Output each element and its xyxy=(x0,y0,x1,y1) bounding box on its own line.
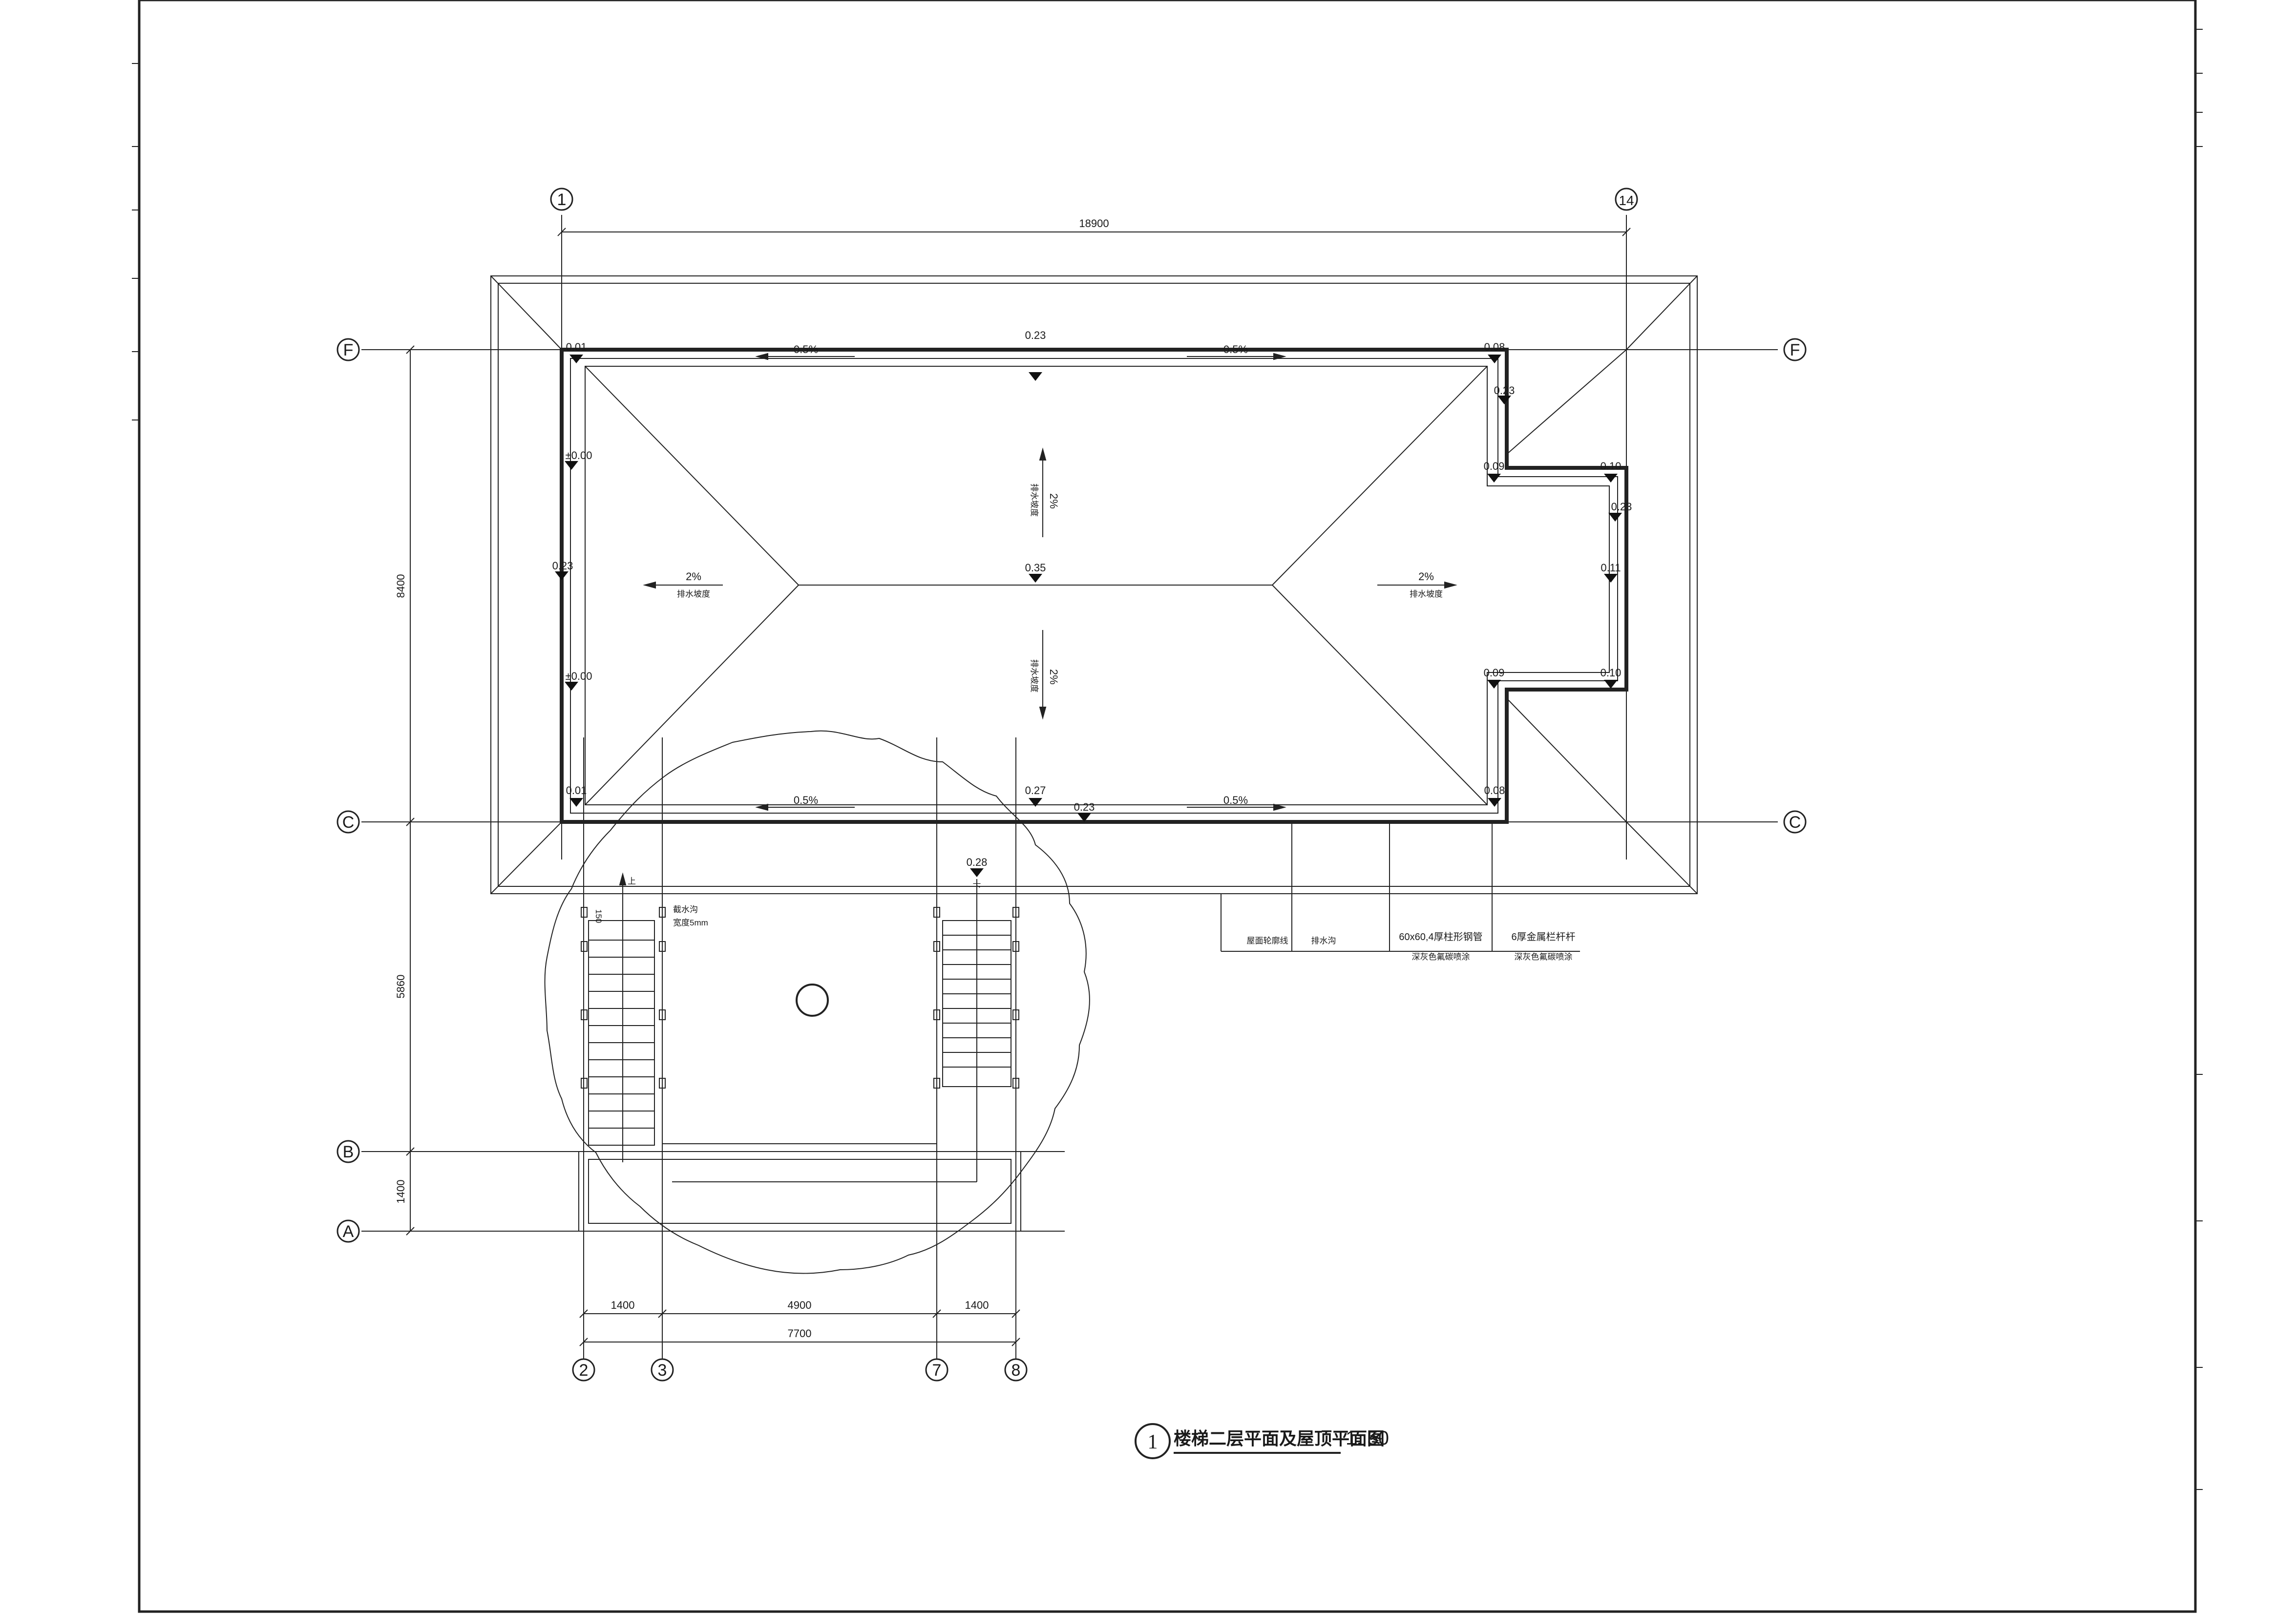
slope-left-note: 排水坡度 xyxy=(677,589,710,599)
level-bottom-a: 0.27 xyxy=(1025,784,1046,797)
slope-lower-vertical-note: 排水坡度 xyxy=(1030,659,1039,692)
level-bottom-right: 0.08 xyxy=(1484,784,1505,797)
svg-text:60x60,4厚柱形钢管: 60x60,4厚柱形钢管 xyxy=(1399,931,1482,943)
level-top-right: 0.08 xyxy=(1484,341,1505,353)
sheet-frame xyxy=(132,0,2203,1613)
slope-left: 2% xyxy=(686,570,701,583)
dim-overall-width: 18900 xyxy=(1079,217,1109,230)
slope-bottom-right: 0.5% xyxy=(1223,794,1248,806)
slope-upper-vertical-note: 排水坡度 xyxy=(1030,483,1039,517)
stair-step-note: 150 xyxy=(594,909,603,923)
slope-top-right: 0.5% xyxy=(1223,343,1248,356)
slope-right-note: 排水坡度 xyxy=(1410,589,1443,599)
slope-arrows xyxy=(643,353,1457,811)
grid-bubble-top-14: 14 xyxy=(1615,188,1638,211)
svg-text:深灰色氟碳喷涂: 深灰色氟碳喷涂 xyxy=(1412,952,1470,962)
title-name: 楼梯二层平面及屋顶平面图 xyxy=(1174,1428,1385,1448)
railing-posts xyxy=(581,907,1019,1089)
svg-text:2: 2 xyxy=(579,1361,589,1380)
slope-bottom-left: 0.5% xyxy=(794,794,818,806)
dimension-lines xyxy=(406,228,1631,1346)
svg-text:F: F xyxy=(343,341,354,359)
grid-bubble-right-F: F xyxy=(1783,338,1807,361)
level-notch-upper-b: 0.09 xyxy=(1484,460,1505,472)
grid-bubble-left-F: F xyxy=(337,338,360,361)
svg-text:6厚金属栏杆杆: 6厚金属栏杆杆 xyxy=(1511,931,1575,943)
level-right-upper: 0.23 xyxy=(1611,501,1632,513)
roof-ridge-lines xyxy=(585,366,1488,805)
dim-stair-left: 1400 xyxy=(611,1299,635,1311)
svg-text:深灰色氟碳喷涂: 深灰色氟碳喷涂 xyxy=(1515,952,1573,962)
gutter-note: 截水沟 xyxy=(673,905,698,914)
roof-parapet xyxy=(560,348,1628,824)
callout-railing: 6厚金属栏杆杆 深灰色氟碳喷涂 xyxy=(1511,931,1575,962)
svg-text:屋面轮廓线: 屋面轮廓线 xyxy=(1247,936,1288,945)
grid-bubble-left-B: B xyxy=(337,1140,360,1163)
dim-stair-mid: 4900 xyxy=(788,1299,812,1311)
tree-canopy-outline xyxy=(544,730,1090,1274)
grid-bubble-bottom-8: 8 xyxy=(1004,1358,1028,1382)
level-center: 0.35 xyxy=(1025,562,1046,574)
svg-text:8: 8 xyxy=(1011,1361,1021,1380)
grid-bubble-right-C: C xyxy=(1783,810,1807,834)
gutter-width-note: 宽度5mm xyxy=(673,918,708,927)
title-scale: 1: 50 xyxy=(1346,1427,1389,1449)
level-top-left: 0.01 xyxy=(566,341,587,353)
callout-steel-column: 60x60,4厚柱形钢管 深灰色氟碳喷涂 xyxy=(1399,931,1482,962)
level-left-lower: ±0.00 xyxy=(566,670,592,682)
level-top-mid: 0.23 xyxy=(1025,329,1046,341)
callout-roof-outline: 屋面轮廓线 xyxy=(1247,936,1288,945)
dim-stair-total: 7700 xyxy=(788,1327,812,1340)
dim-depth-ba: 1400 xyxy=(395,1180,407,1204)
grid-bubble-bottom-3: 3 xyxy=(651,1358,674,1382)
grid-bubble-left-C: C xyxy=(337,810,360,834)
roof-eave-outline xyxy=(490,275,1698,894)
svg-text:14: 14 xyxy=(1619,193,1634,208)
slope-upper-vertical: 2% xyxy=(1048,493,1060,509)
svg-text:7: 7 xyxy=(932,1361,942,1380)
stair-building-outline xyxy=(578,822,1021,1232)
svg-text:B: B xyxy=(343,1143,354,1161)
skylight-circle xyxy=(796,984,829,1017)
grid-bubble-top-1: 1 xyxy=(550,188,573,211)
grid-bubble-bottom-7: 7 xyxy=(925,1358,948,1382)
level-stair-landing: 0.28 xyxy=(967,856,988,868)
callout-drain: 排水沟 xyxy=(1311,936,1336,945)
svg-text:1: 1 xyxy=(557,190,567,209)
level-notch-lower-b: 0.09 xyxy=(1484,667,1505,679)
level-bottom-b: 0.23 xyxy=(1074,801,1095,813)
level-notch-upper-a: 0.23 xyxy=(1494,384,1515,397)
slope-right: 2% xyxy=(1418,570,1434,583)
level-notch-lower-c: 0.10 xyxy=(1601,667,1622,679)
grid-bubble-bottom-2: 2 xyxy=(572,1358,595,1382)
roof-parapet-inner xyxy=(570,358,1618,814)
stair-treads-right xyxy=(942,920,1011,1087)
svg-text:排水沟: 排水沟 xyxy=(1311,936,1336,945)
level-notch-upper-c: 0.10 xyxy=(1601,460,1622,472)
dim-depth-fc: 8400 xyxy=(395,574,407,598)
level-left-upper: ±0.00 xyxy=(566,449,592,461)
slope-top-left: 0.5% xyxy=(794,343,818,356)
grid-bubble-left-A: A xyxy=(337,1219,360,1243)
dim-stair-right: 1400 xyxy=(965,1299,989,1311)
slope-lower-vertical: 2% xyxy=(1048,669,1060,685)
stair-treads-left xyxy=(588,920,655,1146)
svg-text:1: 1 xyxy=(1148,1431,1158,1453)
svg-text:C: C xyxy=(1789,813,1801,832)
svg-text:F: F xyxy=(1790,341,1800,359)
title-number-bubble xyxy=(1135,1423,1171,1459)
dim-depth-cb: 5860 xyxy=(395,975,407,999)
level-bottom-left: 0.01 xyxy=(566,784,587,797)
svg-text:3: 3 xyxy=(658,1361,667,1380)
drawing-title: 1 楼梯二层平面及屋顶平面图 1: 50 xyxy=(1135,1423,1389,1459)
level-markers xyxy=(555,355,1622,877)
stair-up-label: 上 xyxy=(628,877,636,886)
level-right-mid: 0.11 xyxy=(1601,562,1621,574)
svg-text:C: C xyxy=(342,813,355,832)
level-left-mid: 0.23 xyxy=(552,560,573,572)
svg-text:A: A xyxy=(343,1222,354,1241)
callout-leaders xyxy=(1221,822,1580,952)
